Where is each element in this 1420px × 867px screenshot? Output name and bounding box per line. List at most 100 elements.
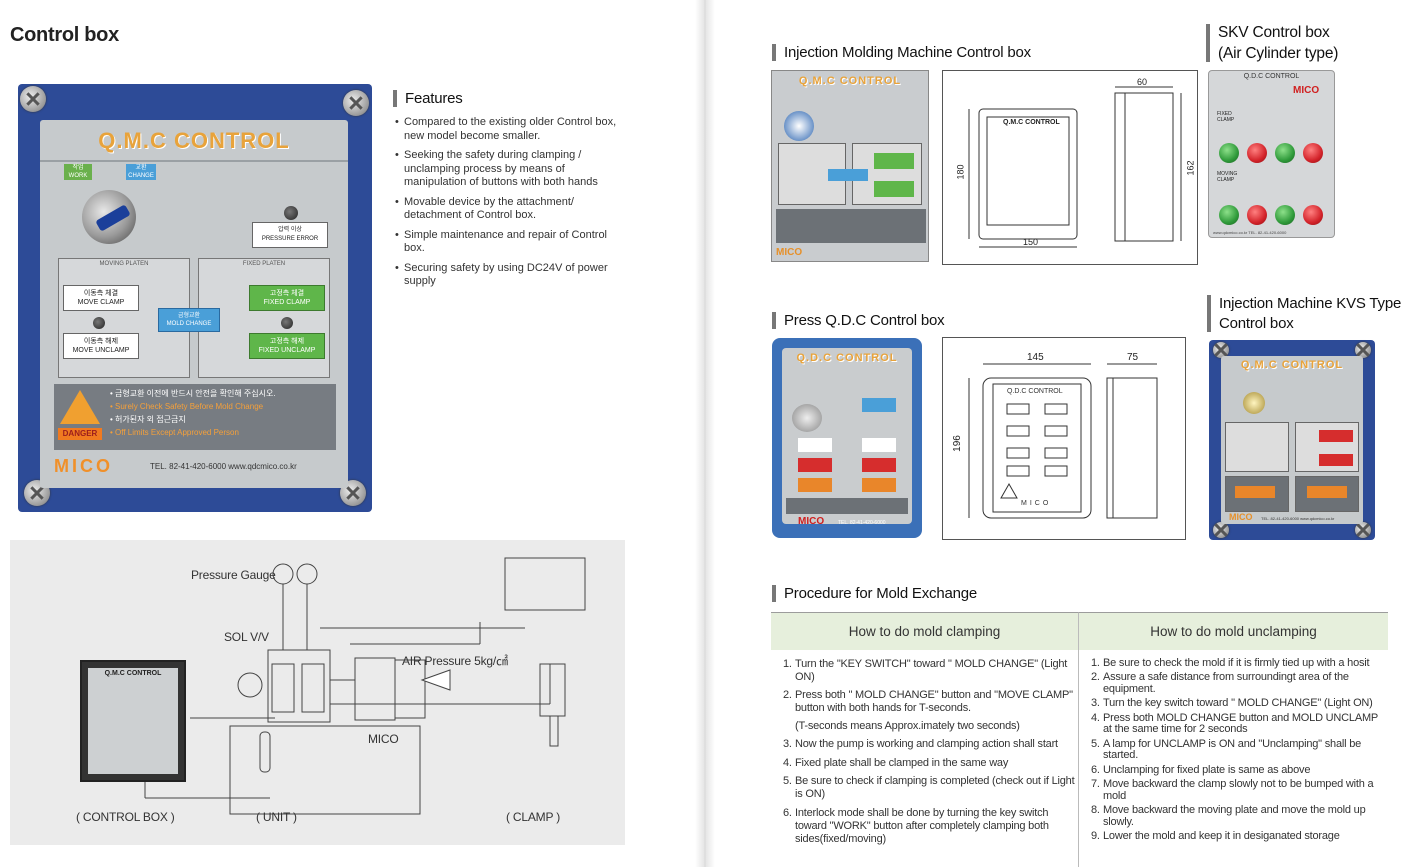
- list-item: 2.Press both " MOLD CHANGE" button and "…: [783, 688, 1073, 714]
- fixed-unclamp-button[interactable]: 고정측 해제 FIXED UNCLAMP: [249, 333, 325, 359]
- contact-info: TEL. 82-41-420-6000 www.qdcmico.co.kr: [150, 462, 297, 471]
- warning-area: DANGER • 금형교환 이전에 반드시 안전을 확인해 주십시오. • Su…: [54, 384, 336, 450]
- sol-valve-label: SOL V/V: [224, 630, 269, 644]
- press-heading: Press Q.D.C Control box: [772, 312, 945, 329]
- mold-change-button[interactable]: 금형교환 MOLD CHANGE: [158, 308, 220, 332]
- feature-item: Movable device by the attachment/ detach…: [395, 196, 623, 223]
- feature-item: Compared to the existing older Control b…: [395, 116, 623, 143]
- fixed-unclamp-button[interactable]: [1247, 143, 1267, 163]
- dim-height: 196: [951, 435, 963, 452]
- list-item: 7.Move backward the clamp slowly not to …: [1091, 778, 1374, 802]
- list-item: (T-seconds means Approx.imately two seco…: [795, 720, 1020, 733]
- list-item: 4.Press both MOLD CHANGE button and MOLD…: [1091, 711, 1378, 736]
- unit-caption: ( UNIT ): [256, 810, 297, 824]
- panel-title: Q.M.C CONTROL: [98, 128, 290, 153]
- clamping-steps: 1.Turn the "KEY SWITCH" toward " MOLD CH…: [783, 658, 1075, 849]
- kvs-heading: Injection Machine KVS Type Control box: [1207, 295, 1401, 332]
- screw-icon: [1355, 342, 1371, 358]
- procedure-heading: Procedure for Mold Exchange: [772, 585, 977, 602]
- list-item: 3.Turn the key switch toward " MOLD CHAN…: [1091, 697, 1373, 710]
- system-diagram: Pressure Gauge SOL V/V AIR Pressure 5kg/…: [10, 540, 625, 845]
- moving-clamp-button[interactable]: [1219, 205, 1239, 225]
- control-box-caption: ( CONTROL BOX ): [76, 810, 175, 824]
- fixed-clamp-button[interactable]: 고정측 체결 FIXED CLAMP: [249, 285, 325, 311]
- fixed-clamp-button[interactable]: [1219, 143, 1239, 163]
- dim-width: 150: [1023, 237, 1039, 247]
- list-item: 1.Turn the "KEY SWITCH" toward " MOLD CH…: [783, 658, 1068, 684]
- list-item: 6.Unclamping for fixed plate is same as …: [1091, 763, 1311, 776]
- list-item: 2.Assure a safe distance from surroundin…: [1091, 671, 1349, 695]
- brand-logo: MICO: [54, 456, 113, 476]
- press-technical-drawing: Q.D.C CONTROL 145 75 196 MICO: [942, 337, 1186, 540]
- key-switch[interactable]: [1243, 392, 1265, 414]
- unclamping-steps: 1.Be sure to check the mold if it is fir…: [1091, 657, 1383, 845]
- page-gutter: [695, 0, 715, 867]
- key-switch[interactable]: [792, 404, 822, 432]
- diagram-control-box: Q.M.C CONTROL: [80, 660, 186, 782]
- skv-heading: SKV Control box (Air Cylinder type): [1206, 24, 1338, 62]
- list-item: 9.Lower the mold and keep it in desigana…: [1091, 830, 1340, 843]
- list-item: 8.Move backward the moving plate and mov…: [1091, 804, 1366, 828]
- danger-label: DANGER: [58, 428, 102, 440]
- warning-triangle-icon: [60, 390, 100, 424]
- pressure-error-label: 압력 이상 PRESSURE ERROR: [252, 222, 328, 248]
- left-page: Control box Q.M.C CONTROL 작업 WORK 교환 CHA…: [0, 0, 710, 867]
- screw-icon: [343, 90, 369, 116]
- move-unclamp-button[interactable]: 이동측 해제 MOVE UNCLAMP: [63, 333, 139, 359]
- moving-forward-button[interactable]: [1275, 205, 1295, 225]
- kvs-control-box-photo: Q.M.C CONTROL MICO TEL. 82-41-420-6000 w…: [1209, 340, 1375, 540]
- work-label: 작업 WORK: [64, 164, 92, 180]
- screw-icon: [1213, 522, 1229, 538]
- clamping-column-header: How to do mold clamping: [771, 612, 1079, 650]
- key-switch[interactable]: [82, 190, 136, 244]
- skv-control-box-photo: Q.D.C CONTROL MICO FIXED CLAMP MOVING CL…: [1208, 70, 1335, 238]
- key-switch[interactable]: [784, 111, 814, 141]
- fixed-platen-section: FIXED PLATEN 고정측 체결 FIXED CLAMP 고정측 해제 F…: [198, 258, 330, 378]
- feature-item: Simple maintenance and repair of Control…: [395, 229, 623, 256]
- change-label: 교환 CHANGE: [126, 164, 156, 180]
- dim-side-height: 162: [1185, 160, 1196, 176]
- move-clamp-lamp: [93, 317, 105, 329]
- imm-control-box-photo: Q.M.C CONTROL MICO: [771, 70, 929, 262]
- clamp-caption: ( CLAMP ): [506, 810, 560, 824]
- page-title: Control box: [10, 24, 119, 46]
- list-item: 3.Now the pump is working and clamping a…: [783, 738, 1058, 751]
- mico-unit-label: MICO: [368, 732, 399, 746]
- fixed-clamp-lamp: [281, 317, 293, 329]
- screw-icon: [1355, 522, 1371, 538]
- screw-icon: [1213, 342, 1229, 358]
- features-list: Compared to the existing older Control b…: [395, 116, 623, 295]
- list-item: 6.Interlock mode shall be done by turnin…: [783, 806, 1049, 846]
- pressure-gauge-label: Pressure Gauge: [191, 568, 276, 582]
- warning-line-2: • Surely Check Safety Before Mold Change: [110, 402, 264, 411]
- dim-width: 145: [1027, 352, 1044, 363]
- air-pressure-label: AIR Pressure 5kg/㎠: [402, 654, 508, 668]
- screw-icon: [20, 86, 46, 112]
- key-icon: [95, 204, 131, 232]
- qmc-control-box-photo: Q.M.C CONTROL 작업 WORK 교환 CHANGE 압력 이상 PR…: [18, 84, 372, 512]
- warning-line-1: • 금형교환 이전에 반드시 안전을 확인해 주십시오.: [110, 389, 276, 398]
- imm-technical-drawing: Q.M.C CONTROL 150 180 60 162: [942, 70, 1198, 265]
- press-qdc-photo: Q.D.C CONTROL MICO TEL. 82-41-420-6000: [772, 338, 922, 538]
- control-panel-face: Q.M.C CONTROL 작업 WORK 교환 CHANGE 압력 이상 PR…: [40, 120, 348, 488]
- fixed-backward-button[interactable]: [1303, 143, 1323, 163]
- move-clamp-button[interactable]: 이동측 체결 MOVE CLAMP: [63, 285, 139, 311]
- fixed-forward-button[interactable]: [1275, 143, 1295, 163]
- moving-unclamp-button[interactable]: [1247, 205, 1267, 225]
- feature-item: Securing safety by using DC24V of power …: [395, 262, 623, 289]
- features-heading: Features: [393, 90, 463, 107]
- list-item: 5.Be sure to check if clamping is comple…: [783, 775, 1075, 801]
- warning-line-4: • Off Limits Except Approved Person: [110, 428, 239, 437]
- dim-depth: 60: [1137, 77, 1148, 87]
- pressure-error-lamp: [284, 206, 298, 220]
- unclamping-column-header: How to do mold unclamping: [1079, 612, 1388, 650]
- diagram-lines: [144, 557, 586, 815]
- list-item: 1.Be sure to check the mold if it is fir…: [1091, 657, 1370, 669]
- feature-item: Seeking the safety during clamping / unc…: [395, 149, 623, 190]
- warning-line-3: • 허가된자 외 접근금지: [110, 415, 186, 424]
- dim-depth: 75: [1127, 352, 1139, 363]
- right-page: Injection Molding Machine Control box Q.…: [710, 0, 1420, 867]
- moving-backward-button[interactable]: [1303, 205, 1323, 225]
- dim-height: 180: [955, 164, 966, 180]
- list-item: 4.Fixed plate shall be clamped in the sa…: [783, 756, 1009, 769]
